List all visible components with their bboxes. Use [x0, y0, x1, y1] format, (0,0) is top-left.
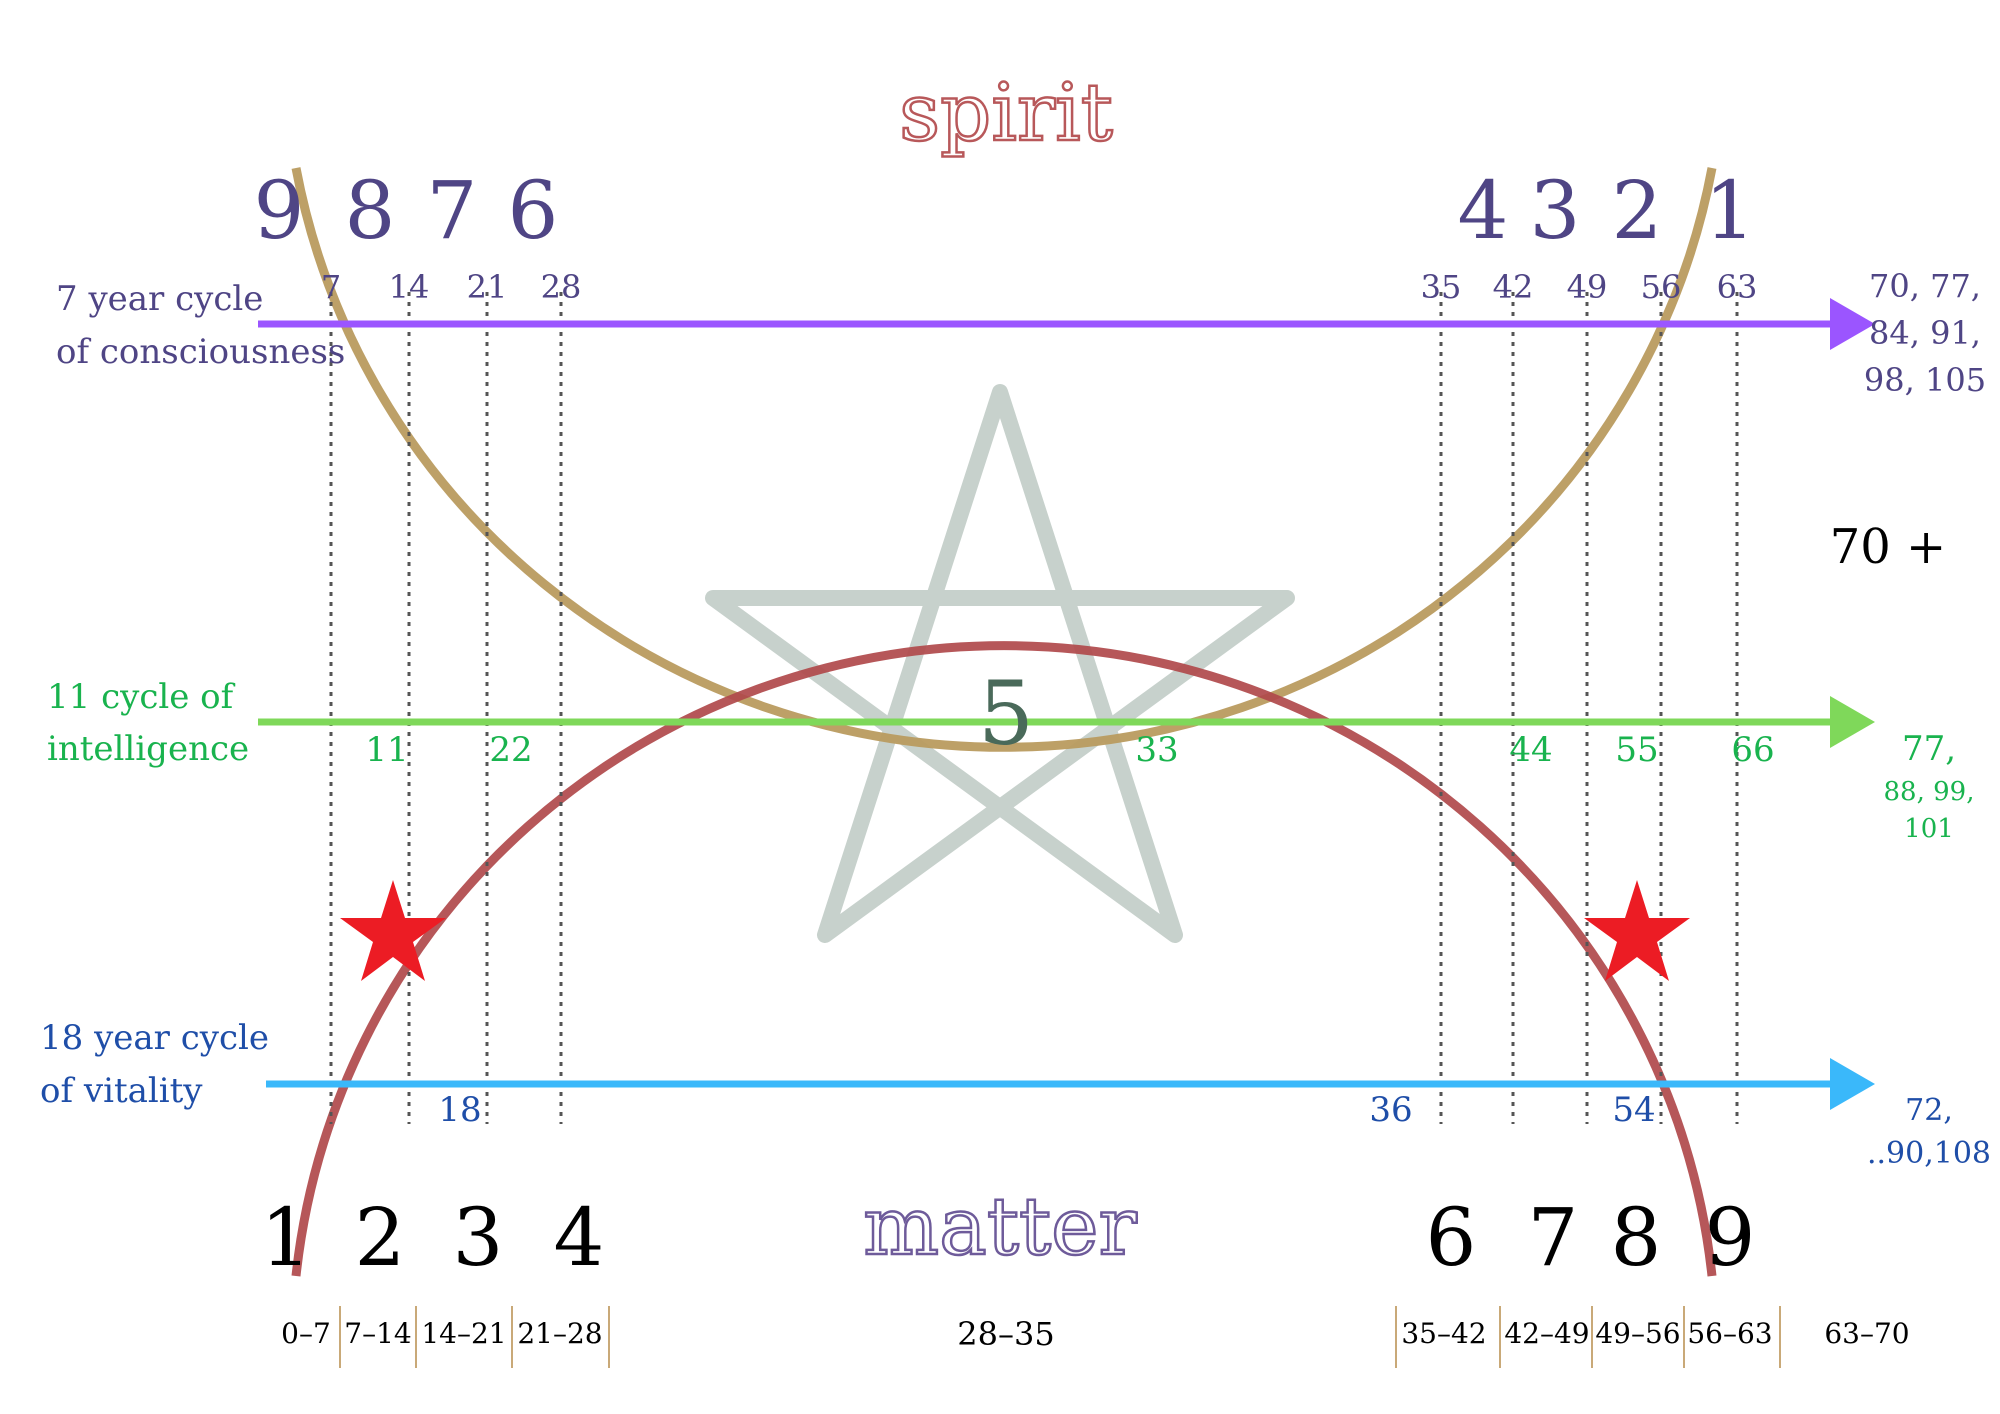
intelligence-tick: 11 — [365, 730, 408, 770]
red-matter-arc — [291, 641, 1717, 1277]
vitality-ticks: 18 36 54 — [438, 1090, 1655, 1130]
age-range: 14–21 — [421, 1317, 506, 1350]
age-range: 42–49 — [1504, 1317, 1589, 1350]
intelligence-label: 11 cycle of intelligence — [47, 677, 249, 769]
intelligence-tick: 33 — [1135, 730, 1178, 770]
consciousness-label-line2: of consciousness — [56, 332, 345, 372]
center-number: 5 — [978, 662, 1034, 765]
consciousness-beyond-line1: 70, 77, — [1869, 267, 1981, 305]
spirit-title: spirit — [899, 66, 1113, 159]
consciousness-ticks: 7 14 21 28 35 42 49 56 63 — [321, 268, 1758, 306]
intelligence-tick: 55 — [1615, 730, 1658, 770]
top-number: 2 — [1612, 164, 1663, 257]
vitality-beyond: 72, ..90,108 — [1867, 1093, 1991, 1171]
intelligence-beyond-line3: 101 — [1904, 814, 1954, 844]
consciousness-arrow — [258, 298, 1875, 350]
consciousness-tick: 14 — [389, 268, 430, 306]
bottom-number: 4 — [554, 1191, 605, 1284]
vitality-tick: 54 — [1612, 1090, 1655, 1130]
consciousness-tick: 63 — [1717, 268, 1758, 306]
consciousness-beyond: 70, 77, 84, 91, 98, 105 — [1864, 267, 1986, 399]
consciousness-tick: 35 — [1421, 268, 1462, 306]
red-star-left-icon — [340, 880, 446, 981]
pentagram-shape — [705, 384, 1295, 943]
bottom-number: 7 — [1528, 1191, 1579, 1284]
age-range: 0–7 — [281, 1317, 331, 1350]
vitality-arrow — [266, 1058, 1875, 1110]
age-range: 7–14 — [344, 1317, 411, 1350]
consciousness-tick: 42 — [1493, 268, 1534, 306]
vitality-label: 18 year cycle of vitality — [40, 1018, 269, 1111]
top-number: 6 — [508, 164, 559, 257]
bottom-numbers: 1 2 3 4 6 7 8 9 — [261, 1191, 1756, 1284]
bottom-number: 9 — [1705, 1191, 1756, 1284]
age-range-separators — [339, 1306, 1781, 1368]
age-range: 56–63 — [1687, 1317, 1772, 1350]
intelligence-beyond-line1: 77, — [1902, 729, 1956, 769]
consciousness-tick: 7 — [321, 268, 341, 306]
intelligence-ticks: 11 22 33 44 55 66 — [365, 730, 1774, 770]
top-number: 8 — [345, 164, 396, 257]
matter-title: matter — [863, 1180, 1137, 1273]
age-range: 49–56 — [1595, 1317, 1680, 1350]
consciousness-beyond-line2: 84, 91, — [1869, 314, 1981, 352]
bottom-number: 8 — [1611, 1191, 1662, 1284]
top-number: 7 — [427, 164, 478, 257]
top-number: 3 — [1530, 164, 1581, 257]
bottom-number: 1 — [261, 1191, 312, 1284]
seventy-plus-label: 70 + — [1830, 519, 1947, 575]
intelligence-tick: 44 — [1509, 730, 1552, 770]
consciousness-beyond-line3: 98, 105 — [1864, 361, 1986, 399]
consciousness-tick: 56 — [1641, 268, 1682, 306]
intelligence-beyond: 77, 88, 99, 101 — [1884, 729, 1975, 844]
bottom-number: 2 — [355, 1191, 406, 1284]
vitality-label-line2: of vitality — [40, 1071, 203, 1111]
intelligence-arrow — [258, 696, 1875, 748]
age-range: 21–28 — [517, 1317, 602, 1350]
age-range: 35–42 — [1401, 1317, 1486, 1350]
consciousness-tick: 21 — [467, 268, 508, 306]
age-ranges: 0–7 7–14 14–21 21–28 28–35 35–42 42–49 4… — [281, 1315, 1909, 1353]
top-number: 9 — [254, 164, 305, 257]
consciousness-tick: 28 — [541, 268, 582, 306]
vitality-label-line1: 18 year cycle — [40, 1018, 269, 1058]
intelligence-tick: 66 — [1731, 730, 1774, 770]
age-range: 63–70 — [1824, 1317, 1909, 1350]
intelligence-tick: 22 — [489, 730, 532, 770]
intelligence-beyond-line2: 88, 99, — [1884, 777, 1975, 807]
dashed-dividers — [329, 292, 1739, 1124]
consciousness-label: 7 year cycle of consciousness — [56, 279, 345, 372]
top-numbers: 9 8 7 6 4 3 2 1 — [254, 164, 1756, 257]
vitality-tick: 18 — [438, 1090, 481, 1130]
intelligence-label-line1: 11 cycle of — [47, 677, 236, 717]
vitality-tick: 36 — [1369, 1090, 1412, 1130]
vitality-beyond-line2: ..90,108 — [1867, 1136, 1991, 1171]
top-number: 1 — [1705, 164, 1756, 257]
bottom-number: 3 — [453, 1191, 504, 1284]
age-range: 28–35 — [957, 1315, 1054, 1353]
consciousness-tick: 49 — [1567, 268, 1608, 306]
top-number: 4 — [1458, 164, 1509, 257]
bottom-number: 6 — [1426, 1191, 1477, 1284]
consciousness-label-line1: 7 year cycle — [56, 279, 263, 319]
vitality-beyond-line1: 72, — [1905, 1093, 1953, 1128]
intelligence-label-line2: intelligence — [47, 729, 249, 769]
red-star-right-icon — [1584, 880, 1690, 981]
